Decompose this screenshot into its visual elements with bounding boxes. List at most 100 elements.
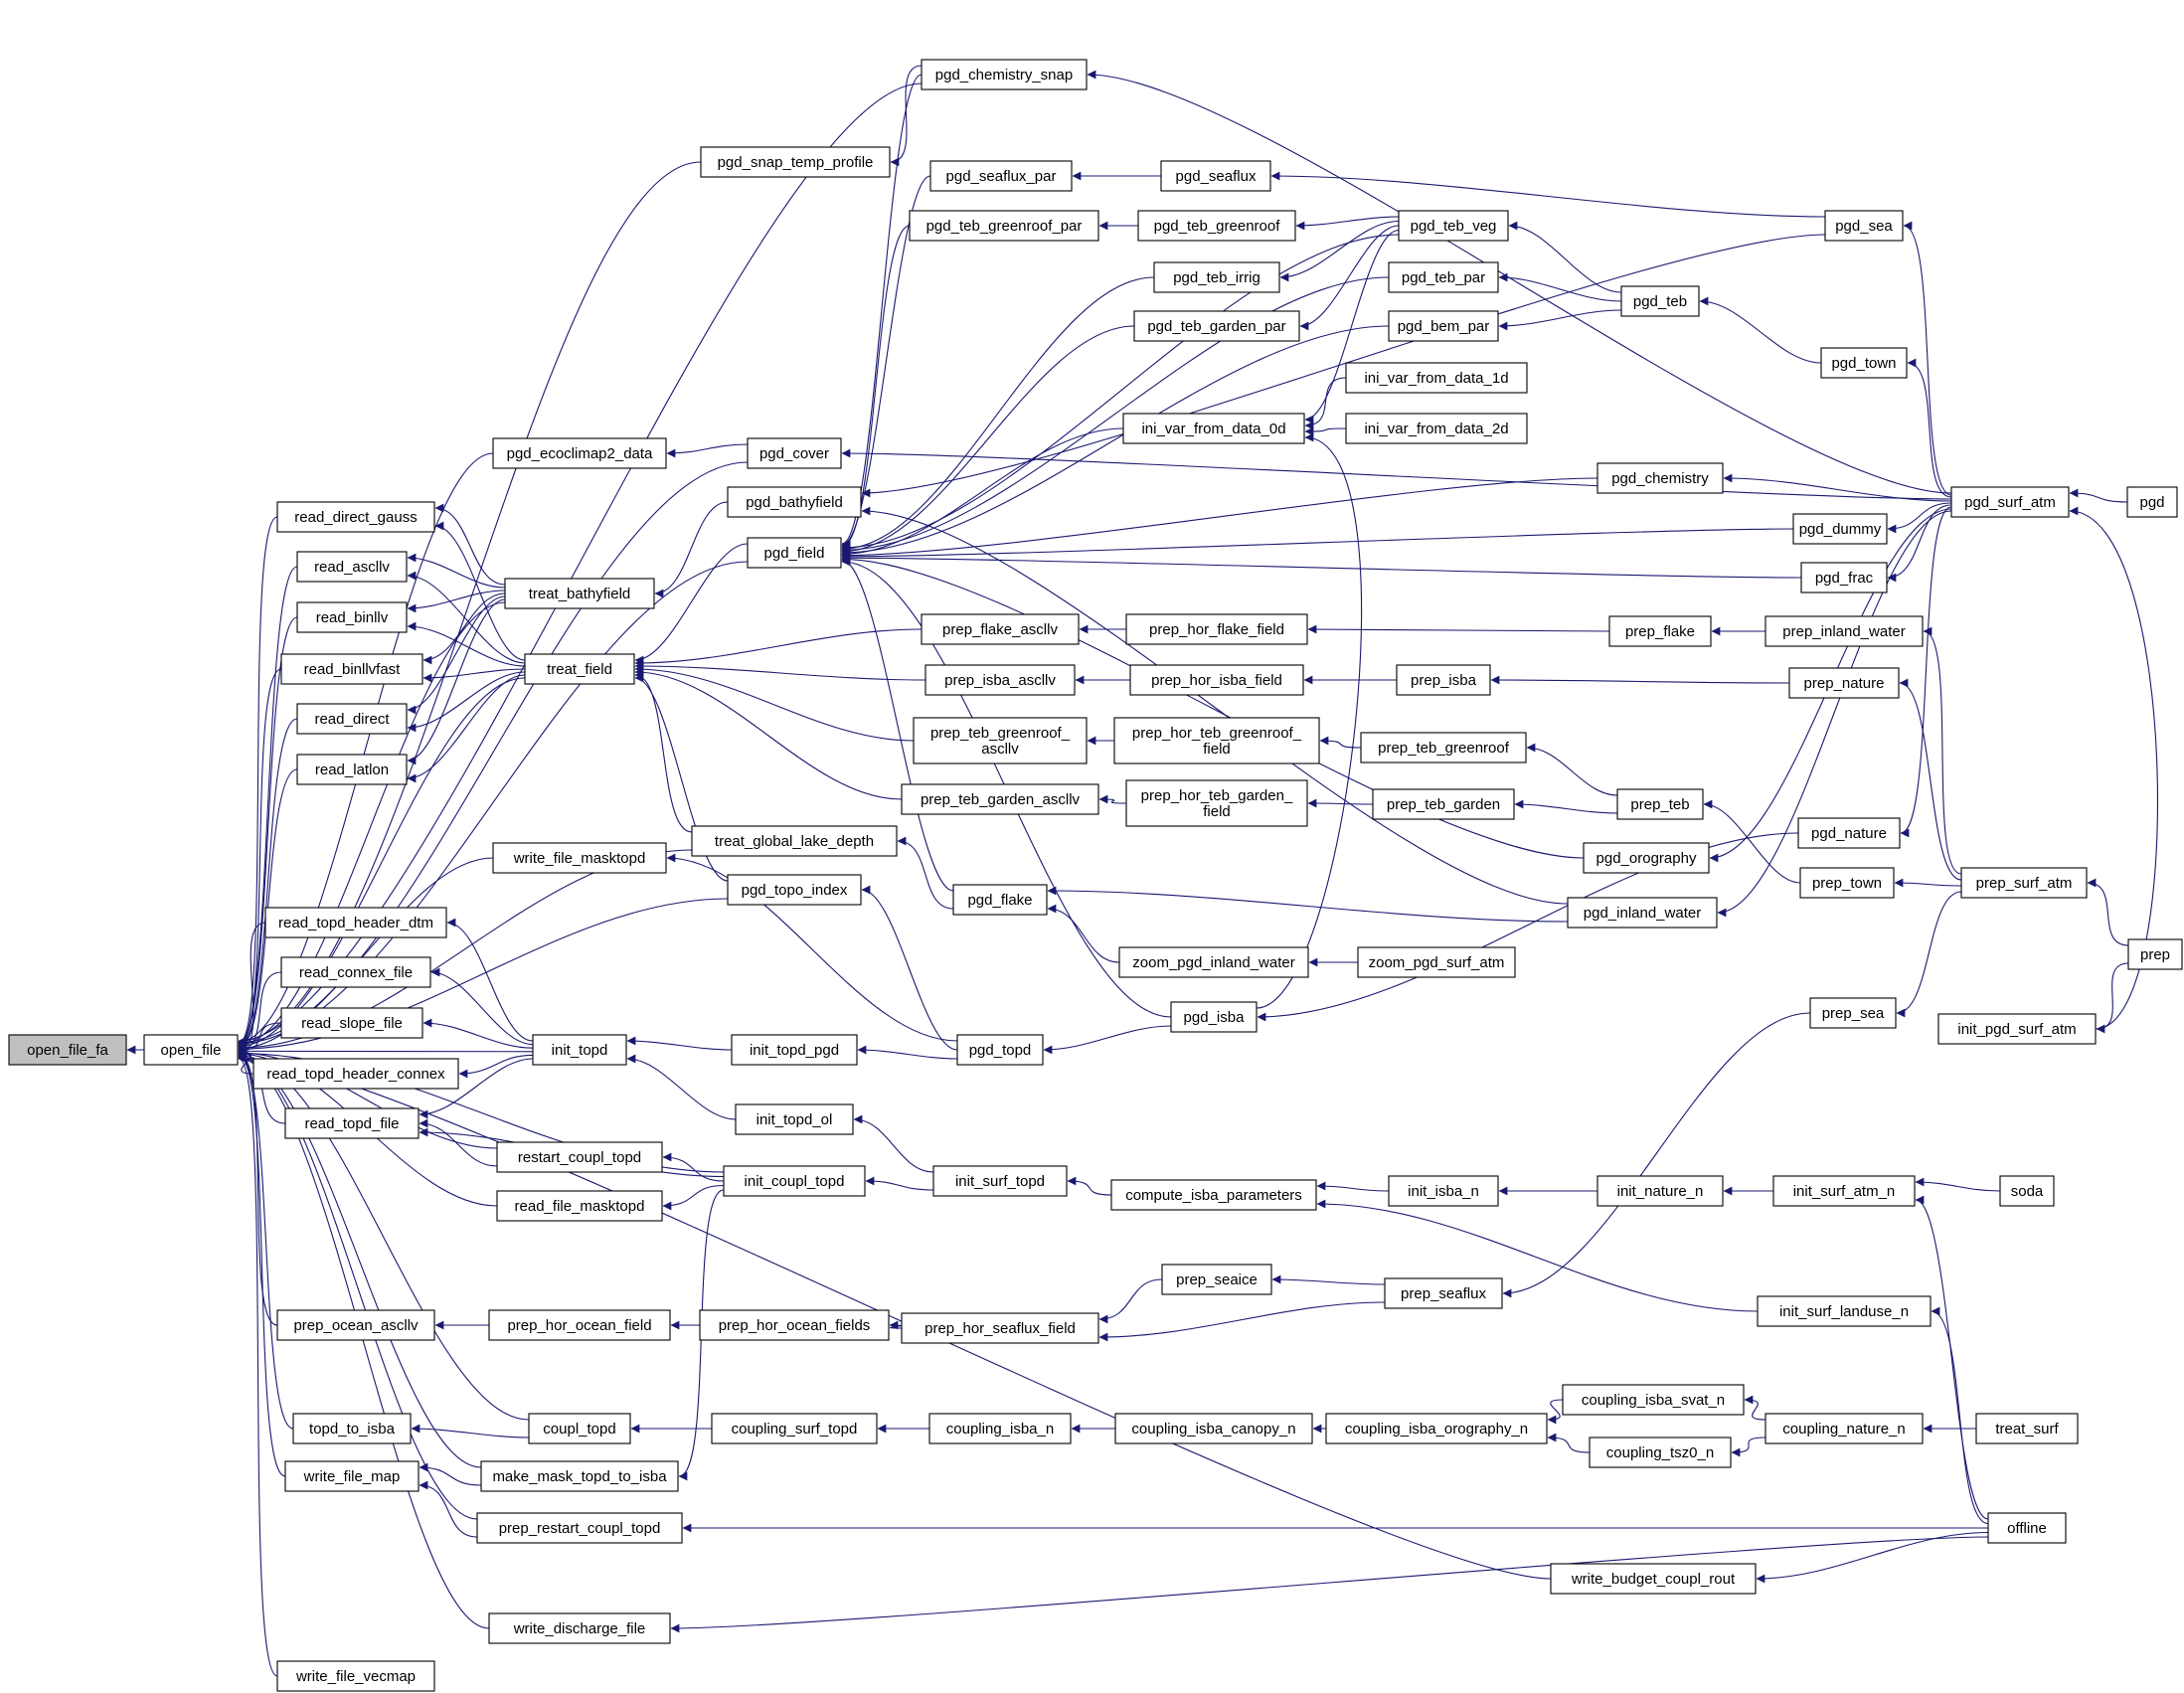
node-read_slope_file[interactable]: read_slope_file [280, 1007, 423, 1039]
node-init_isba_n[interactable]: init_isba_n [1388, 1175, 1499, 1207]
node-box-coupling_isba_canopy_n[interactable] [1114, 1413, 1313, 1444]
node-box-make_mask_topd_to_isba[interactable] [480, 1460, 679, 1492]
node-box-read_direct_gauss[interactable] [276, 501, 435, 533]
node-pgd_teb[interactable]: pgd_teb [1620, 285, 1700, 317]
node-box-read_topd_header_connex[interactable] [252, 1058, 459, 1090]
node-read_latlon[interactable]: read_latlon [296, 754, 408, 785]
node-box-prep_teb_garden_ascllv[interactable] [901, 783, 1099, 815]
node-prep_teb_garden[interactable]: prep_teb_garden [1372, 788, 1515, 820]
node-box-open_file[interactable] [143, 1034, 239, 1066]
node-box-pgd_topo_index[interactable] [727, 874, 862, 906]
node-read_topd_header_connex[interactable]: read_topd_header_connex [252, 1058, 459, 1090]
node-init_topd_pgd[interactable]: init_topd_pgd [731, 1034, 858, 1066]
node-init_pgd_surf_atm[interactable]: init_pgd_surf_atm [1937, 1013, 2097, 1045]
node-box-prep_ocean_ascllv[interactable] [276, 1309, 435, 1341]
node-box-pgd_dummy[interactable] [1792, 513, 1888, 545]
node-box-pgd_nature[interactable] [1797, 817, 1901, 849]
node-coupl_topd[interactable]: coupl_topd [528, 1413, 631, 1444]
node-box-pgd_orography[interactable] [1583, 842, 1710, 874]
node-box-pgd_snap_temp_profile[interactable] [700, 146, 891, 178]
node-box-pgd_sea[interactable] [1824, 210, 1904, 242]
node-prep_hor_isba_field[interactable]: prep_hor_isba_field [1129, 664, 1304, 696]
node-box-pgd_bem_par[interactable] [1388, 310, 1499, 342]
node-box-coupling_isba_orography_n[interactable] [1325, 1413, 1548, 1444]
node-pgd_seaflux[interactable]: pgd_seaflux [1160, 160, 1271, 192]
node-box-treat_field[interactable] [524, 653, 635, 685]
node-box-pgd_teb_irrig[interactable] [1153, 261, 1280, 293]
node-read_binllv[interactable]: read_binllv [296, 601, 408, 633]
node-box-pgd_teb_veg[interactable] [1398, 210, 1509, 242]
node-prep_nature[interactable]: prep_nature [1788, 667, 1900, 699]
node-ini_var_from_data_0d[interactable]: ini_var_from_data_0d [1122, 413, 1305, 444]
node-soda[interactable]: soda [1999, 1175, 2055, 1207]
node-box-prep_hor_seaflux_field[interactable] [901, 1312, 1099, 1344]
node-init_surf_landuse_n[interactable]: init_surf_landuse_n [1757, 1295, 1932, 1327]
node-box-prep_teb[interactable] [1616, 788, 1704, 820]
node-box-read_topd_file[interactable] [284, 1107, 420, 1139]
node-prep_teb[interactable]: prep_teb [1616, 788, 1704, 820]
node-prep_teb_garden_ascllv[interactable]: prep_teb_garden_ascllv [901, 783, 1099, 815]
node-box-pgd_isba[interactable] [1170, 1001, 1258, 1033]
node-box-pgd_teb_par[interactable] [1388, 261, 1499, 293]
node-prep_hor_teb_garden_field[interactable]: prep_hor_teb_garden_field [1125, 779, 1308, 827]
node-box-init_surf_topd[interactable] [932, 1165, 1068, 1197]
node-box-ini_var_from_data_0d[interactable] [1122, 413, 1305, 444]
node-box-pgd_seaflux[interactable] [1160, 160, 1271, 192]
node-pgd_flake[interactable]: pgd_flake [952, 884, 1048, 916]
node-coupling_isba_canopy_n[interactable]: coupling_isba_canopy_n [1114, 1413, 1313, 1444]
node-box-prep_teb_greenroof_ascllv[interactable] [913, 717, 1088, 764]
node-box-treat_bathyfield[interactable] [504, 578, 655, 609]
node-box-prep_hor_flake_field[interactable] [1125, 613, 1308, 645]
node-box-prep_hor_teb_greenroof_field[interactable] [1113, 717, 1320, 764]
node-compute_isba_parameters[interactable]: compute_isba_parameters [1110, 1179, 1317, 1211]
node-box-pgd_bathyfield[interactable] [727, 486, 862, 518]
node-box-pgd_teb_greenroof_par[interactable] [909, 210, 1099, 242]
node-pgd[interactable]: pgd [2126, 486, 2178, 518]
node-box-prep[interactable] [2127, 938, 2183, 970]
node-box-prep_hor_ocean_field[interactable] [488, 1309, 671, 1341]
node-write_file_masktopd[interactable]: write_file_masktopd [492, 842, 667, 874]
node-box-soda[interactable] [1999, 1175, 2055, 1207]
node-box-pgd_town[interactable] [1820, 347, 1908, 379]
node-box-prep_isba[interactable] [1396, 664, 1491, 696]
node-pgd_dummy[interactable]: pgd_dummy [1792, 513, 1888, 545]
node-box-pgd_inland_water[interactable] [1567, 897, 1718, 929]
node-box-ini_var_from_data_2d[interactable] [1345, 413, 1528, 444]
node-box-offline[interactable] [1987, 1512, 2067, 1544]
node-box-prep_teb_garden[interactable] [1372, 788, 1515, 820]
node-init_coupl_topd[interactable]: init_coupl_topd [723, 1165, 866, 1197]
node-box-compute_isba_parameters[interactable] [1110, 1179, 1317, 1211]
node-coupling_isba_n[interactable]: coupling_isba_n [928, 1413, 1072, 1444]
node-box-pgd_teb_greenroof[interactable] [1137, 210, 1296, 242]
node-box-init_topd[interactable] [532, 1034, 627, 1066]
node-box-pgd_teb[interactable] [1620, 285, 1700, 317]
node-ini_var_from_data_2d[interactable]: ini_var_from_data_2d [1345, 413, 1528, 444]
node-prep_ocean_ascllv[interactable]: prep_ocean_ascllv [276, 1309, 435, 1341]
node-box-pgd_surf_atm[interactable] [1950, 486, 2070, 518]
node-pgd_field[interactable]: pgd_field [747, 537, 842, 569]
node-pgd_seaflux_par[interactable]: pgd_seaflux_par [929, 160, 1073, 192]
node-prep_town[interactable]: prep_town [1799, 867, 1895, 899]
node-init_topd[interactable]: init_topd [532, 1034, 627, 1066]
node-prep_isba[interactable]: prep_isba [1396, 664, 1491, 696]
node-prep_restart_coupl_topd[interactable]: prep_restart_coupl_topd [476, 1512, 683, 1544]
node-read_topd_header_dtm[interactable]: read_topd_header_dtm [264, 907, 447, 938]
node-box-treat_global_lake_depth[interactable] [691, 825, 898, 857]
node-box-init_isba_n[interactable] [1388, 1175, 1499, 1207]
node-box-prep_sea[interactable] [1809, 997, 1897, 1029]
node-zoom_pgd_surf_atm[interactable]: zoom_pgd_surf_atm [1357, 946, 1516, 978]
node-box-pgd_teb_garden_par[interactable] [1133, 310, 1300, 342]
node-coupling_nature_n[interactable]: coupling_nature_n [1764, 1413, 1924, 1444]
node-box-write_file_masktopd[interactable] [492, 842, 667, 874]
node-box-restart_coupl_topd[interactable] [496, 1141, 663, 1173]
node-coupling_isba_orography_n[interactable]: coupling_isba_orography_n [1325, 1413, 1548, 1444]
node-coupling_surf_topd[interactable]: coupling_surf_topd [711, 1413, 878, 1444]
node-box-read_topd_header_dtm[interactable] [264, 907, 447, 938]
node-open_file_fa[interactable]: open_file_fa [8, 1034, 127, 1066]
node-pgd_town[interactable]: pgd_town [1820, 347, 1908, 379]
node-read_binllvfast[interactable]: read_binllvfast [280, 653, 423, 685]
node-prep_hor_ocean_field[interactable]: prep_hor_ocean_field [488, 1309, 671, 1341]
node-box-init_surf_atm_n[interactable] [1772, 1175, 1916, 1207]
node-prep_inland_water[interactable]: prep_inland_water [1764, 615, 1924, 647]
node-box-init_pgd_surf_atm[interactable] [1937, 1013, 2097, 1045]
